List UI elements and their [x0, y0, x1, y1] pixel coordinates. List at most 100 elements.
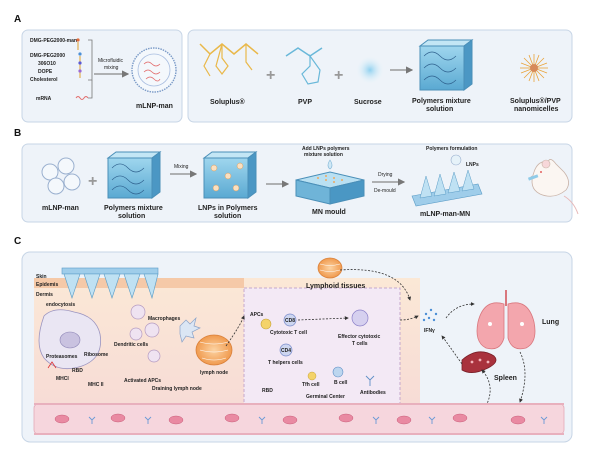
cd4-cell-icon	[279, 343, 293, 357]
microneedle-array-icon	[411, 169, 483, 207]
lung-label: Lung	[542, 319, 559, 326]
antibody-icon	[144, 416, 152, 424]
red-blood-cell-icon	[452, 413, 468, 423]
ribosome-label: Ribosome	[84, 352, 108, 358]
lnp-label-a: mLNP-man	[136, 103, 173, 110]
lymphoid-tissue-icon	[317, 257, 343, 279]
red-blood-cell-icon	[510, 415, 526, 425]
nanomicelle-icon	[520, 54, 548, 82]
plus-icon: +	[334, 67, 343, 84]
sucrose-icon	[356, 56, 384, 84]
arrow	[399, 315, 419, 321]
mixing-label-b: Mixing	[174, 164, 189, 170]
proteasomes-label: Proteasomes	[46, 354, 78, 360]
macrophages-label: Macrophages	[148, 316, 180, 322]
ifn-molecules-icon	[422, 308, 438, 322]
activated-apc-icon	[147, 349, 161, 363]
effector-label-2: T cells	[352, 341, 368, 347]
antibody-icon	[88, 416, 96, 424]
lipid-306o10: 306O10	[38, 61, 56, 67]
rbd2-label: RBD	[262, 388, 273, 394]
polymers-label-a-1: Polymers mixture	[412, 98, 471, 105]
add-label-1: Add LNPs polymers	[302, 146, 350, 152]
arrow	[225, 315, 245, 347]
mouse-icon	[527, 159, 579, 215]
thelper-label: T helpers cells	[268, 360, 303, 366]
mhc2-label: MHC II	[88, 382, 104, 388]
lnp-polymer-cube-icon	[202, 151, 258, 199]
lnp-label-b: mLNP-man	[42, 205, 79, 212]
polymer-cube-icon	[418, 39, 474, 91]
mn-label: mLNP-man-MN	[420, 211, 470, 218]
germinal-label: Germinal Center	[306, 394, 345, 400]
polymers-label-b-1: Polymers mixture	[104, 205, 163, 212]
red-blood-cells	[54, 413, 526, 425]
lnps-label-2: solution	[214, 213, 241, 220]
endocytosis-label: endocytosis	[46, 302, 75, 308]
mrna-label: mRNA	[36, 96, 52, 102]
antibody-icon	[258, 416, 266, 424]
sucrose-label: Sucrose	[354, 99, 382, 106]
pvp-label: PVP	[298, 99, 312, 106]
lipid-cholesterol: Cholesterol	[30, 77, 58, 83]
polymers-label-a-2: solution	[426, 106, 453, 113]
arrow	[481, 369, 491, 407]
vessel-antibodies	[88, 416, 548, 424]
mhc-receptor-icon	[47, 361, 57, 369]
lipid-list: DMG-PEG2000-man DMG-PEG2000 306O10 DOPE …	[30, 38, 93, 102]
plus-icon: +	[88, 173, 97, 190]
tfh-label: Tfh cell	[302, 382, 320, 388]
epidermis-label: Epidemis	[36, 282, 58, 288]
lipid-dmg-peg2000-man: DMG-PEG2000-man	[30, 38, 77, 44]
lipid-head-icon	[78, 52, 82, 56]
arrow	[445, 302, 475, 319]
cytotoxic-label: Cytotoxic T cell	[270, 330, 308, 336]
cd8-label: CD8	[285, 318, 295, 324]
spleen-label: Spleen	[494, 375, 517, 382]
lung-icon	[476, 290, 536, 350]
lymphoid-label: Lymphoid tissues	[306, 283, 365, 290]
polymers-label-b-2: solution	[118, 213, 145, 220]
mhc1-label: MHCI	[56, 376, 69, 382]
lnps-label-1: LNPs in Polymers	[198, 205, 258, 212]
nanomicelle-label-2: nanomicelles	[514, 106, 558, 113]
polymer-cube-icon	[106, 151, 162, 199]
plus-icon: +	[266, 67, 275, 84]
apc-small-icon	[260, 318, 272, 330]
antibodies-label: Antibodies	[360, 390, 386, 396]
red-blood-cell-icon	[396, 415, 412, 425]
pvp-structure-icon	[285, 47, 323, 85]
dendritic-label: Dendritic cells	[114, 342, 148, 348]
apcs-label: APCs	[250, 312, 264, 318]
red-blood-cell-icon	[110, 413, 126, 423]
mn-mould-label: MN mould	[312, 209, 346, 216]
formulation-label: Polymers formulation	[426, 146, 477, 152]
blood-vessel	[33, 403, 565, 435]
lnps-small-label: LNPs	[466, 162, 479, 168]
mrna-icon	[75, 96, 89, 100]
red-blood-cell-icon	[54, 414, 70, 424]
section-label-a: A	[14, 14, 21, 25]
section-label-b: B	[14, 128, 21, 139]
soluplus-label: Soluplus®	[210, 98, 246, 106]
activated-label: Activated APCs	[124, 378, 161, 384]
nanomicelle-label-1: Soluplus®/PVP	[510, 97, 561, 105]
arrow	[441, 335, 463, 365]
apc-cell-icon	[38, 309, 101, 370]
spleen-icon	[461, 351, 497, 373]
lnp-icon	[131, 47, 177, 93]
ifn-label: IFNγ	[424, 328, 435, 334]
microneedle-skin-icon	[61, 267, 159, 300]
mn-patch-icon	[527, 174, 539, 181]
effector-label-1: Effector cytotoxic	[338, 334, 380, 340]
arrow	[519, 351, 526, 403]
arrow	[297, 316, 349, 321]
red-blood-cell-icon	[282, 415, 298, 425]
mixing-label-1: Microfluidic	[98, 58, 124, 64]
rbd-label: RBD	[72, 368, 83, 374]
antibody-icon	[540, 416, 548, 424]
b-cell-icon	[332, 366, 344, 378]
lipid-dmg-peg2000: DMG-PEG2000	[30, 53, 65, 59]
